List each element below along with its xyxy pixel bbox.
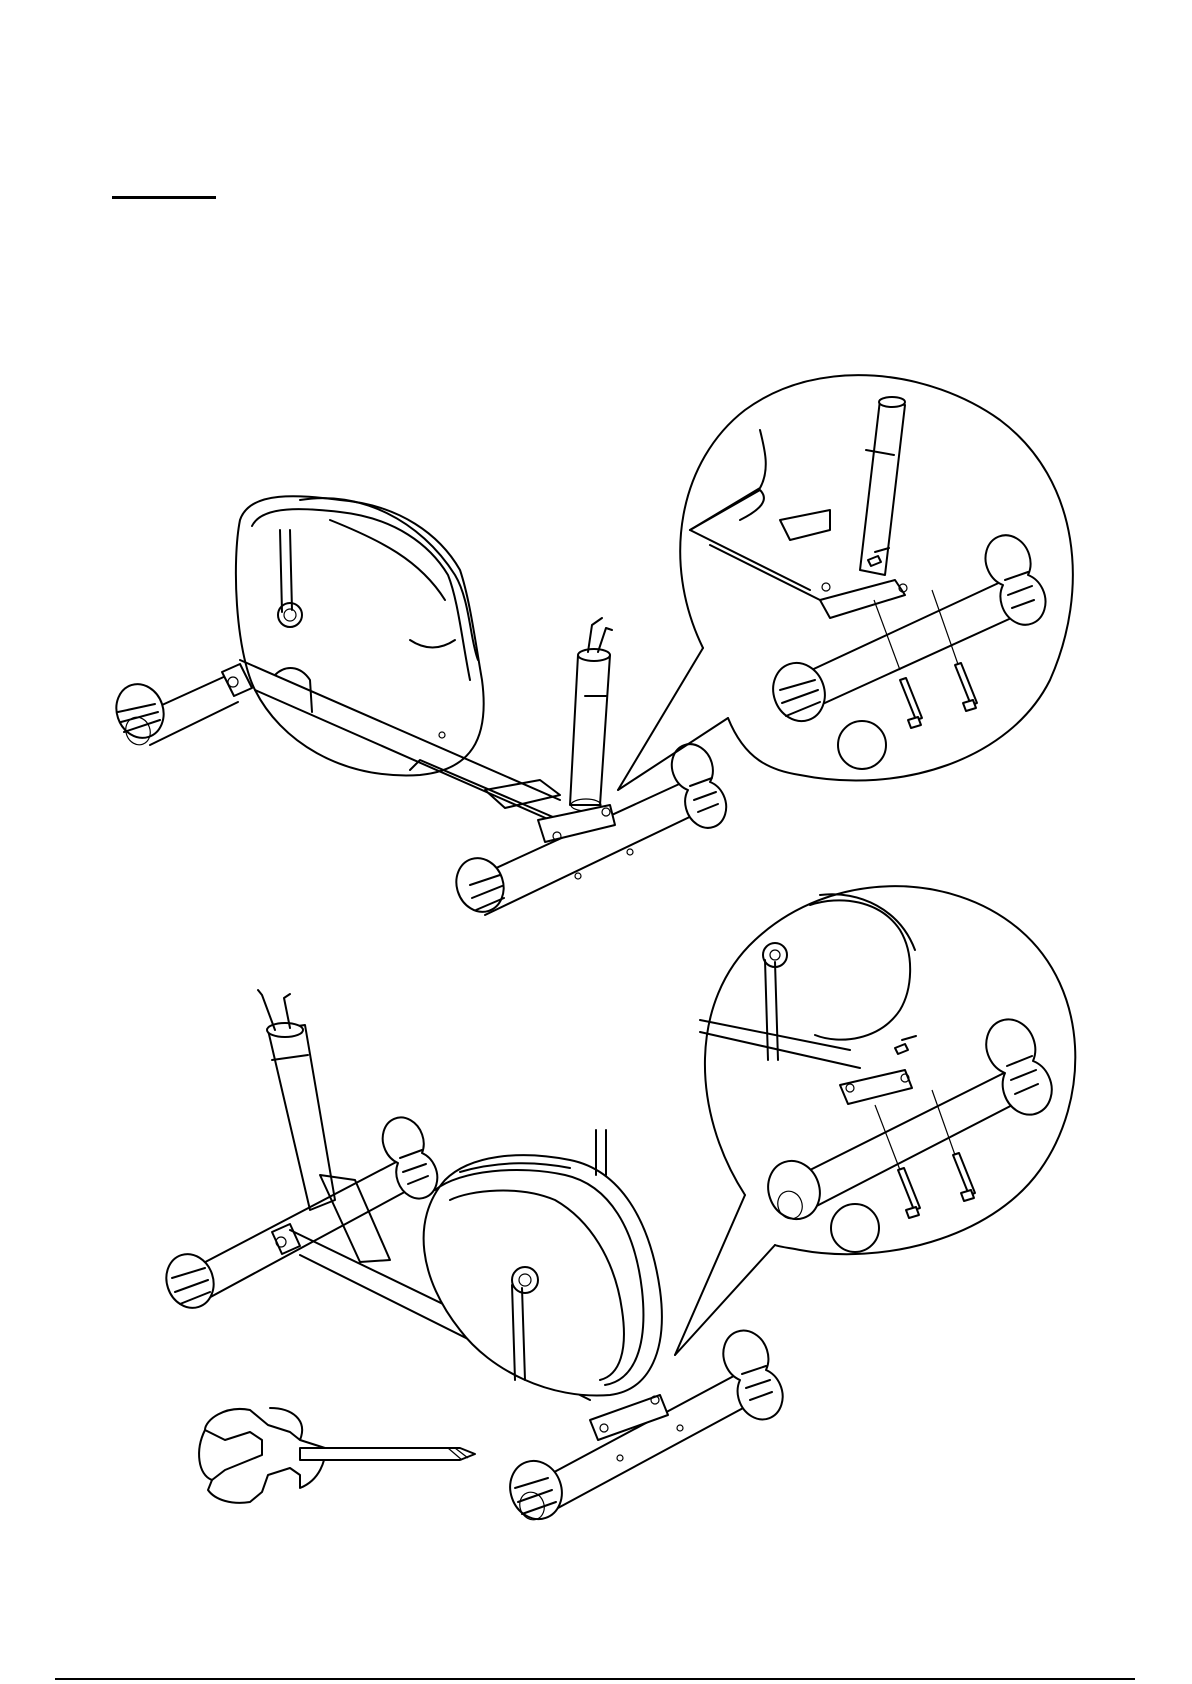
wrench-handle	[300, 1448, 475, 1460]
flywheel-housing-lower	[424, 1155, 662, 1395]
upper-detail-callout	[618, 375, 1073, 790]
detail-marker-upper	[838, 721, 886, 769]
flywheel-housing-upper	[236, 496, 484, 775]
lower-detail-callout	[675, 886, 1075, 1355]
end-cap-right-upper	[456, 858, 503, 912]
detail-marker-lower	[831, 1204, 879, 1252]
upright-post-lower	[268, 1025, 335, 1210]
lower-bike-drawing	[166, 990, 782, 1523]
upright-post-upper	[570, 655, 610, 805]
end-cap-front-lower	[510, 1461, 562, 1519]
upper-bike-drawing	[116, 496, 726, 915]
page-bottom-border	[55, 1678, 1135, 1680]
multi-wrench-tool	[199, 1408, 475, 1503]
